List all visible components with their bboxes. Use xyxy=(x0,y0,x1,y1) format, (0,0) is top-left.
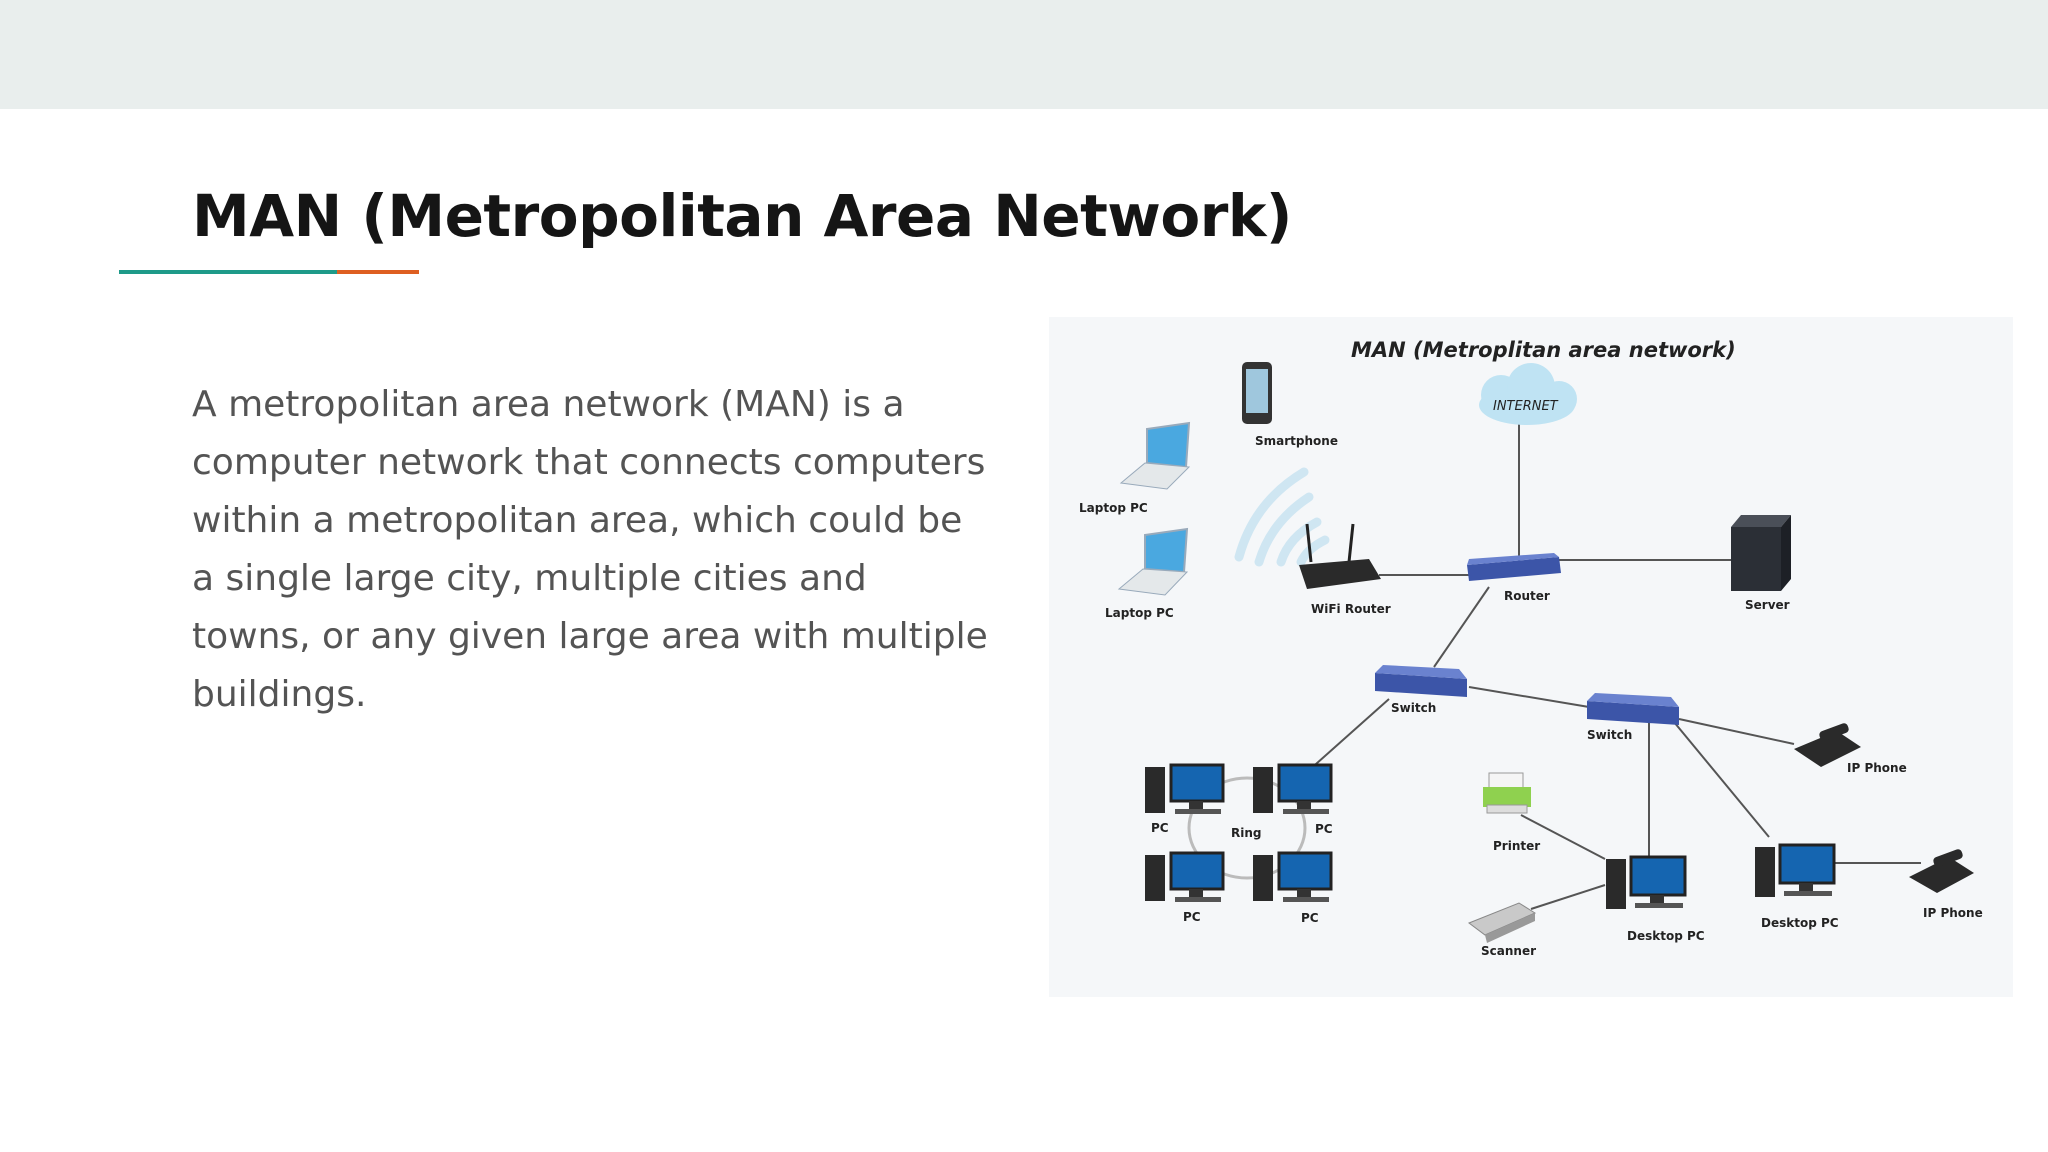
desktop-pc-label-2: Desktop PC xyxy=(1761,916,1839,930)
ip-phone-icon-2 xyxy=(1909,849,1974,893)
switch-icon-1 xyxy=(1375,665,1467,697)
laptop-icon-2 xyxy=(1117,527,1189,596)
pc-icon-2 xyxy=(1253,763,1333,814)
server-label: Server xyxy=(1745,598,1790,612)
slide-title: MAN (Metropolitan Area Network) xyxy=(192,182,1292,250)
ring-label: Ring xyxy=(1231,826,1262,840)
ip-phone-label-1: IP Phone xyxy=(1847,761,1907,775)
laptop-icon-1 xyxy=(1119,421,1191,490)
wifi-router-label: WiFi Router xyxy=(1311,602,1391,616)
underline-teal-segment xyxy=(119,270,337,274)
pc-label-4: PC xyxy=(1301,911,1319,925)
title-underline xyxy=(119,270,419,274)
diagram-title: MAN (Metroplitan area network) xyxy=(1351,338,1736,362)
pc-label-2: PC xyxy=(1315,822,1333,836)
pc-label-3: PC xyxy=(1183,910,1201,924)
connection-lines xyxy=(1306,422,1921,910)
router-label: Router xyxy=(1504,589,1550,603)
desktop-pc-label-1: Desktop PC xyxy=(1627,929,1705,943)
desktop-pc-icon-1 xyxy=(1606,855,1687,909)
pc-label-1: PC xyxy=(1151,821,1169,835)
pc-icon-4 xyxy=(1253,851,1333,902)
ip-phone-icon-1 xyxy=(1794,723,1861,767)
printer-label: Printer xyxy=(1493,839,1540,853)
scanner-icon xyxy=(1467,902,1537,943)
top-banner xyxy=(0,0,2048,109)
slide-body-text: A metropolitan area network (MAN) is a c… xyxy=(192,384,988,715)
pc-icon-1 xyxy=(1145,763,1225,814)
wifi-router-icon xyxy=(1299,523,1381,589)
switch-label-1: Switch xyxy=(1391,701,1436,715)
server-icon xyxy=(1731,515,1791,591)
scanner-label: Scanner xyxy=(1481,944,1536,958)
laptop-label-2: Laptop PC xyxy=(1105,606,1174,620)
wifi-signal-icon xyxy=(1234,467,1330,567)
ring-circle xyxy=(1187,776,1307,880)
switch-icon-2 xyxy=(1587,693,1679,725)
smartphone-label: Smartphone xyxy=(1255,434,1338,448)
pc-icon-3 xyxy=(1145,851,1225,902)
laptop-label-1: Laptop PC xyxy=(1079,501,1148,515)
printer-icon xyxy=(1483,772,1531,814)
switch-label-2: Switch xyxy=(1587,728,1632,742)
smartphone-icon xyxy=(1242,362,1272,424)
internet-label: INTERNET xyxy=(1493,399,1559,414)
internet-cloud-icon xyxy=(1479,363,1577,425)
router-icon xyxy=(1467,553,1561,581)
ip-phone-label-2: IP Phone xyxy=(1923,906,1983,920)
underline-orange-segment xyxy=(337,270,419,274)
desktop-pc-icon-2 xyxy=(1755,843,1836,897)
diagram-svg: MAN (Metroplitan area network) INTERNET … xyxy=(1079,338,1983,958)
man-network-diagram: MAN (Metroplitan area network) INTERNET … xyxy=(1049,317,2013,997)
